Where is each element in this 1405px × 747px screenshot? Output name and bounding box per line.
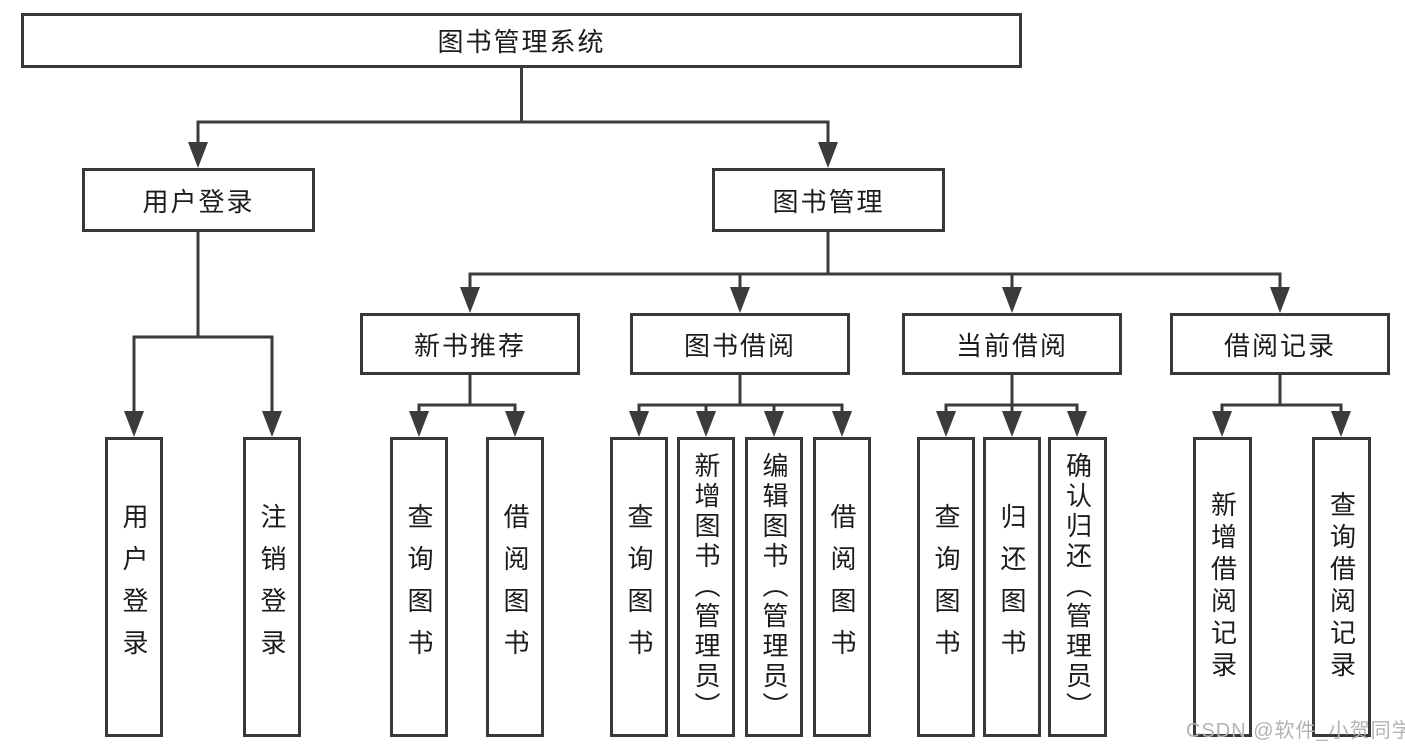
node-book-management-label: 图书管理	[772, 186, 885, 217]
node-current-borrow-label: 当前借阅	[955, 330, 1068, 361]
leaf-borrow-add-book-admin-label: 新增图书（管理员）	[691, 452, 721, 722]
node-new-book-recommend-label: 新书推荐	[413, 330, 526, 361]
leaf-borrow-borrow-book: 借阅图书	[813, 437, 871, 737]
leaf-current-confirm-return-admin-label: 确认归还（管理员）	[1062, 452, 1093, 722]
leaf-recommend-query-book-label: 查询图书	[404, 503, 434, 671]
node-user-login: 用户登录	[82, 168, 315, 232]
leaf-logout-label: 注销登录	[257, 503, 287, 671]
leaf-current-return-book: 归还图书	[983, 437, 1041, 737]
leaf-records-query-record-label: 查询借阅记录	[1326, 491, 1357, 683]
leaf-borrow-query-book-label: 查询图书	[624, 503, 654, 671]
leaf-records-add-record-label: 新增借阅记录	[1207, 491, 1238, 683]
leaf-borrow-edit-book-admin: 编辑图书（管理员）	[745, 437, 803, 737]
leaf-borrow-query-book: 查询图书	[610, 437, 668, 737]
node-new-book-recommend: 新书推荐	[360, 313, 580, 375]
leaf-user-login: 用户登录	[105, 437, 163, 737]
node-borrow-records-label: 借阅记录	[1223, 330, 1336, 361]
leaf-current-query-book-label: 查询图书	[931, 503, 961, 671]
leaf-records-add-record: 新增借阅记录	[1193, 437, 1252, 737]
csdn-watermark: CSDN @软件_小贺同学	[1186, 720, 1405, 742]
leaf-records-query-record: 查询借阅记录	[1312, 437, 1371, 737]
leaf-recommend-borrow-book-label: 借阅图书	[500, 503, 530, 671]
node-borrow-records: 借阅记录	[1170, 313, 1390, 375]
node-current-borrow: 当前借阅	[902, 313, 1122, 375]
leaf-borrow-add-book-admin: 新增图书（管理员）	[677, 437, 735, 737]
leaf-logout: 注销登录	[243, 437, 301, 737]
node-book-management: 图书管理	[712, 168, 945, 232]
leaf-borrow-borrow-book-label: 借阅图书	[827, 503, 857, 671]
leaf-recommend-borrow-book: 借阅图书	[486, 437, 544, 737]
leaf-user-login-label: 用户登录	[119, 503, 149, 671]
leaf-current-return-book-label: 归还图书	[997, 503, 1027, 671]
node-user-login-label: 用户登录	[142, 186, 255, 217]
leaf-current-confirm-return-admin: 确认归还（管理员）	[1048, 437, 1107, 737]
node-book-borrow-label: 图书借阅	[683, 330, 796, 361]
leaf-current-query-book: 查询图书	[917, 437, 975, 737]
node-book-borrow: 图书借阅	[630, 313, 850, 375]
leaf-borrow-edit-book-admin-label: 编辑图书（管理员）	[759, 452, 789, 722]
node-root-label: 图书管理系统	[437, 27, 606, 57]
leaf-recommend-query-book: 查询图书	[390, 437, 448, 737]
node-root: 图书管理系统	[21, 13, 1022, 68]
